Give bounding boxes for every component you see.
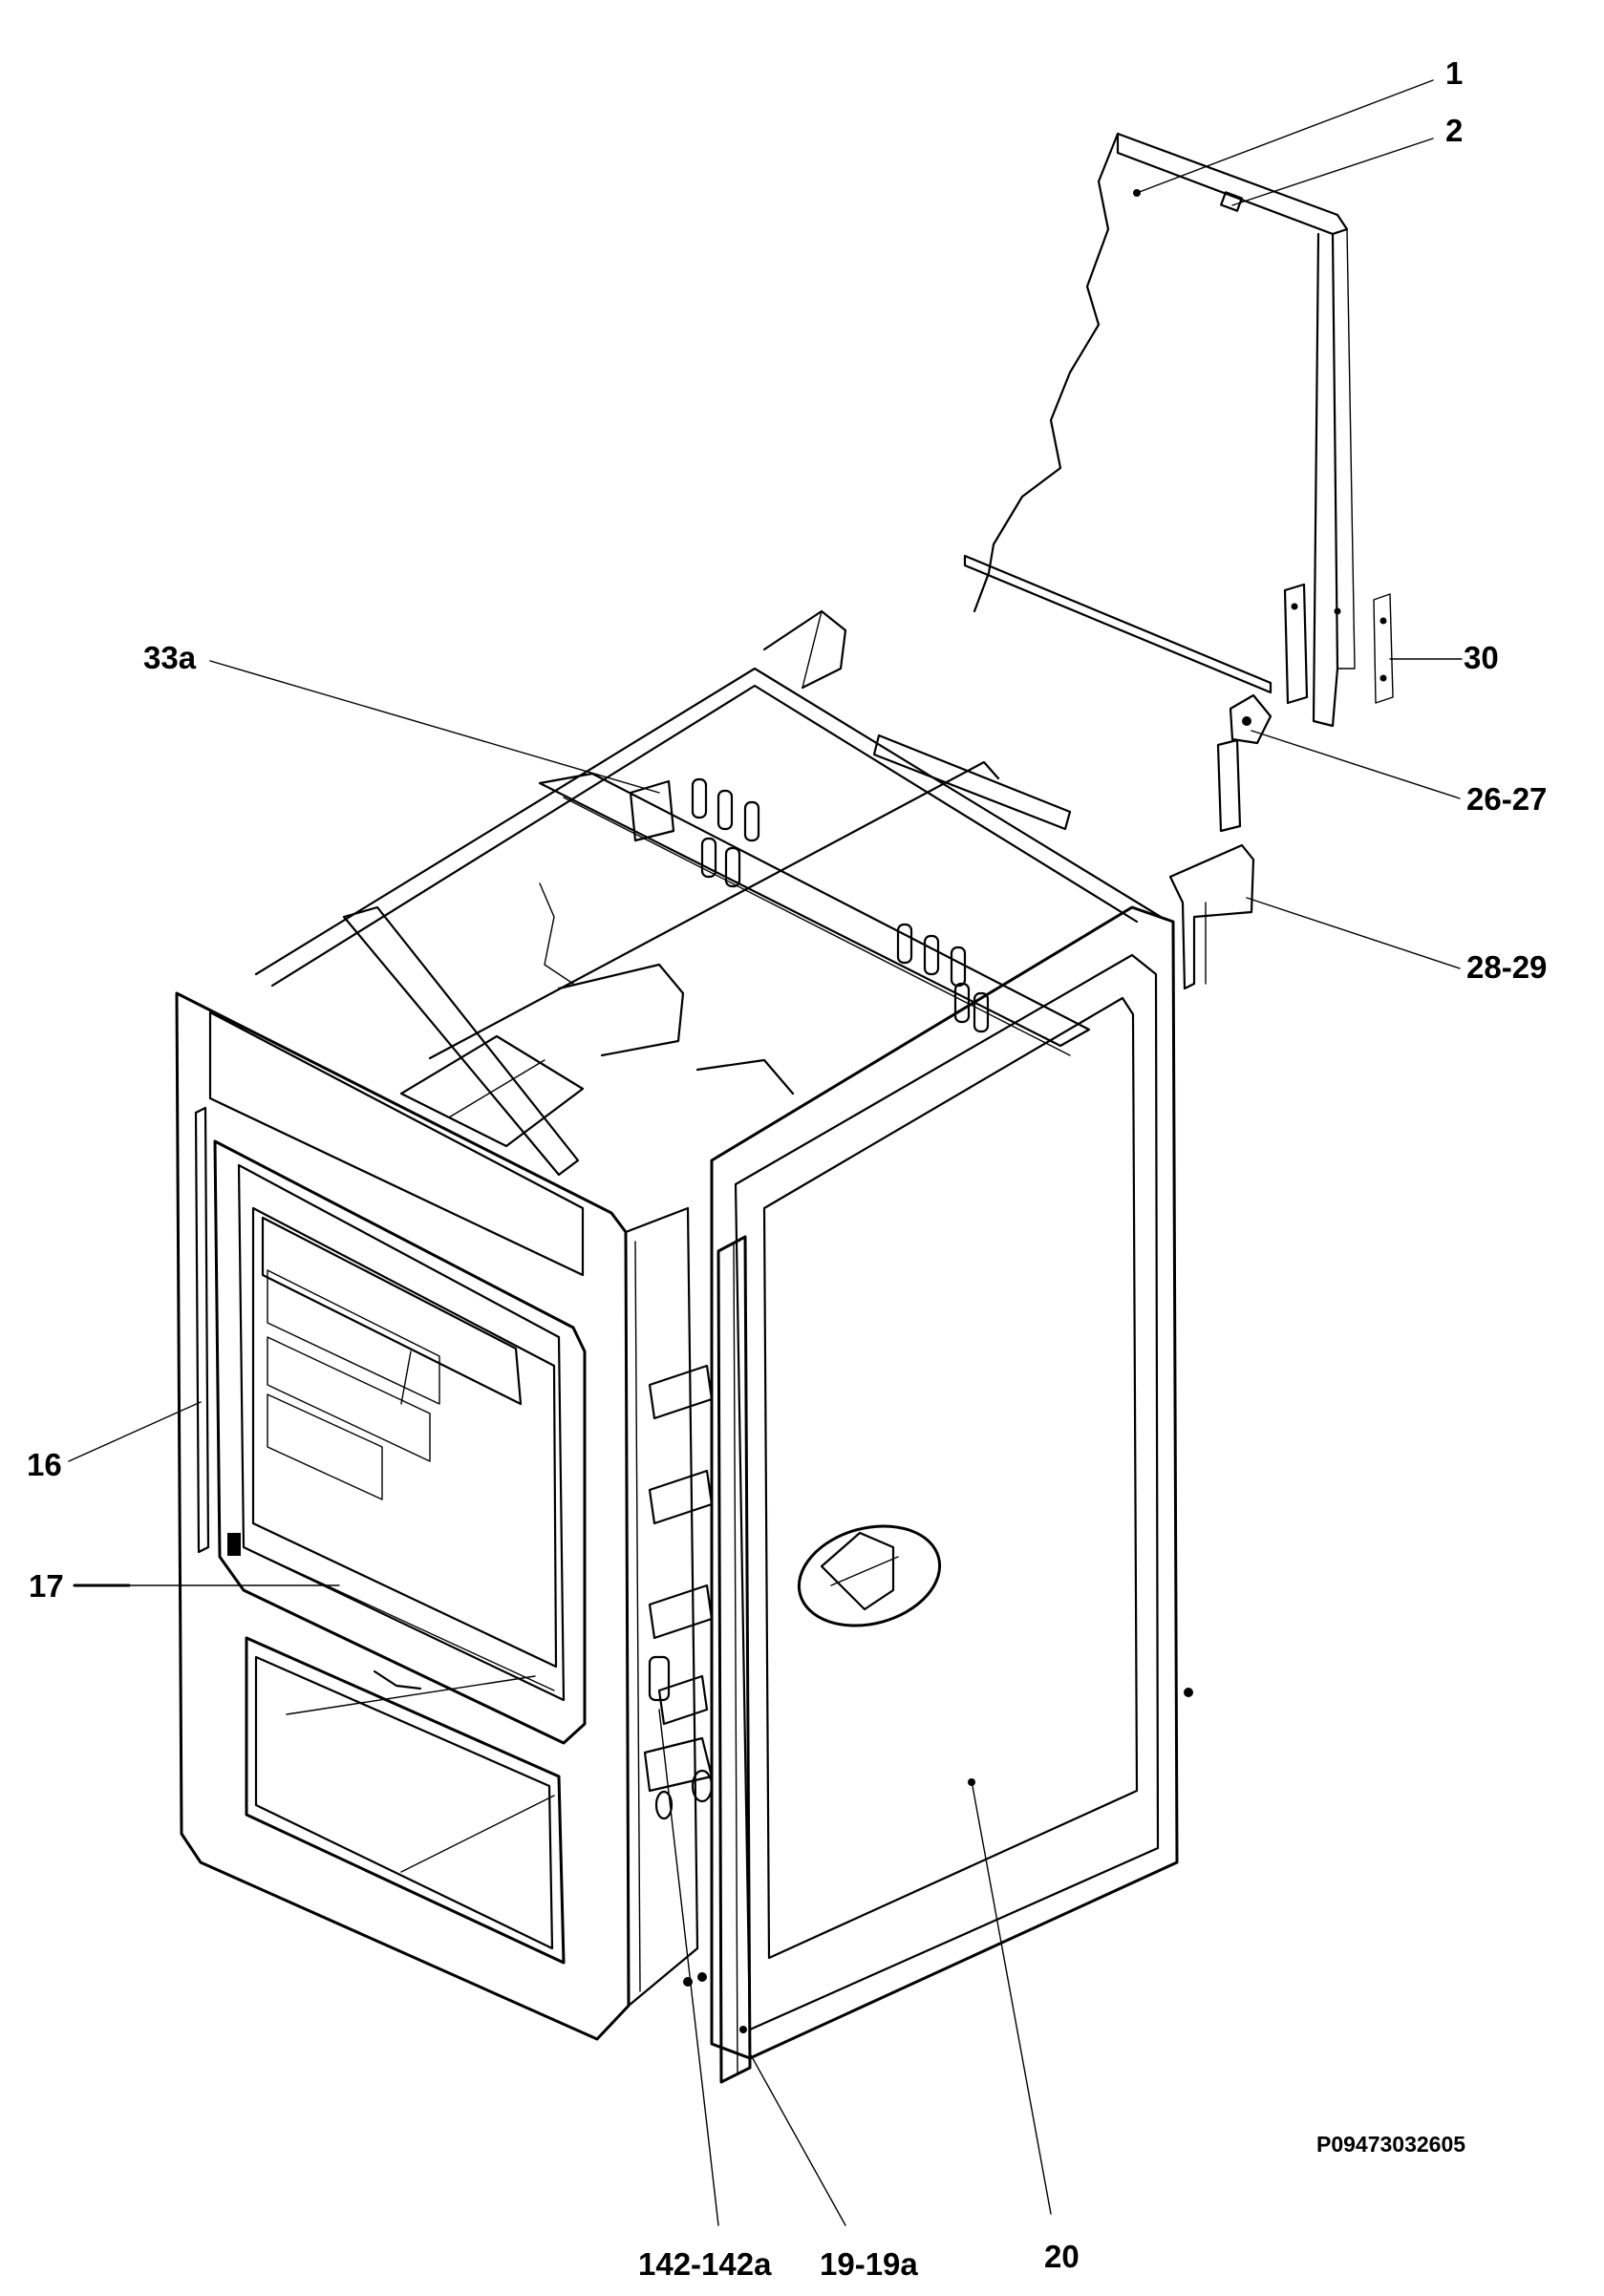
callout-16: 16: [27, 1447, 62, 1482]
callout-17: 17: [29, 1568, 64, 1604]
drawing-code: P09473032605: [1316, 2132, 1465, 2157]
callout-30: 30: [1464, 640, 1499, 675]
callout-142-142a: 142-142a: [638, 2246, 772, 2282]
hinge-part: [1216, 693, 1273, 833]
oven-cabinet: [175, 609, 1193, 2084]
callout-19-19a: 19-19a: [820, 2246, 918, 2282]
callout-28-29: 28-29: [1466, 949, 1547, 985]
vent-slots: [691, 777, 990, 1033]
leader-lines: [68, 79, 1463, 2226]
callout-2: 2: [1445, 113, 1463, 148]
bracket-part: [1168, 843, 1255, 990]
callout-33a: 33a: [143, 640, 197, 675]
callout-26-27: 26-27: [1466, 781, 1547, 817]
callout-labels: 1 2 30 33a 26-27 28-29 16 17 142-142a 19…: [27, 55, 1547, 2282]
callout-20: 20: [1044, 2239, 1080, 2274]
callout-1: 1: [1445, 55, 1463, 91]
top-panel-part: [963, 132, 1394, 728]
